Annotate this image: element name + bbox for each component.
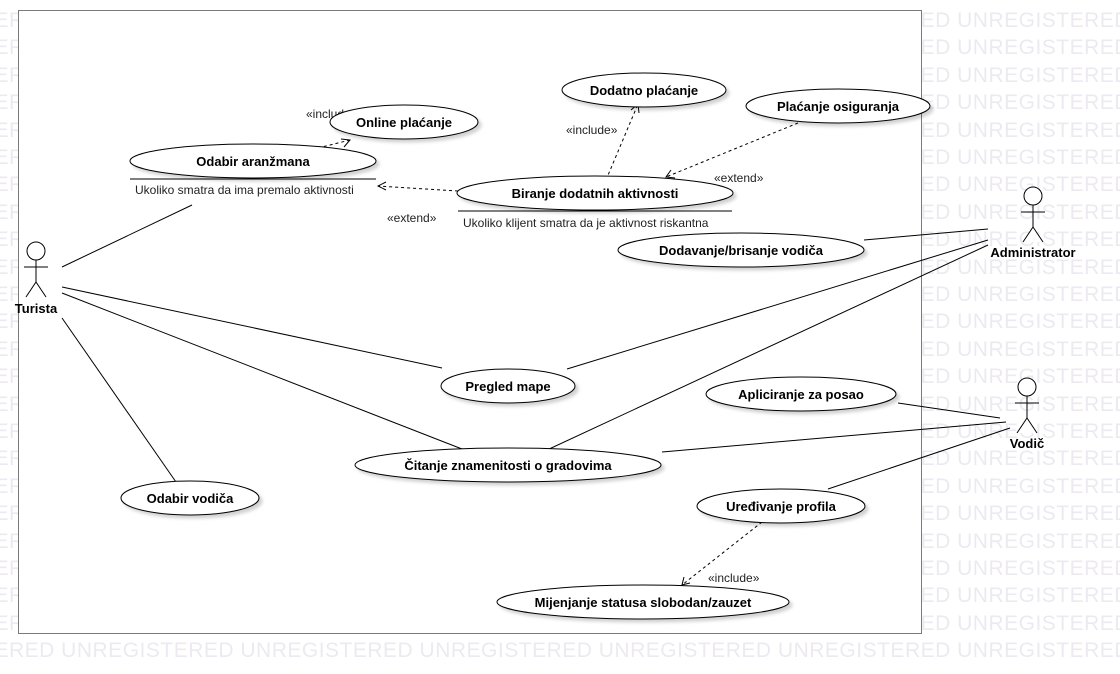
arrowhead-osiguranje: [665, 169, 676, 179]
use-case-placanje-osiguranja[interactable]: [745, 88, 931, 124]
actor-label-vodic: Vodič: [1010, 436, 1044, 451]
use-case-dodatno-placanje[interactable]: [561, 72, 727, 108]
actor-label-administrator: Administrator: [990, 245, 1075, 260]
actor-turista[interactable]: [24, 241, 48, 298]
use-case-label-uredivanje-profila: Uređivanje profila: [726, 499, 837, 514]
use-case-shapes: [120, 72, 931, 620]
stereotype-include-status: «include»: [708, 571, 760, 585]
use-case-label-placanje-osiguranja: Plaćanje osiguranja: [777, 99, 900, 114]
use-case-online-placanje[interactable]: [329, 104, 479, 140]
assoc-admin-citanje: [546, 244, 989, 451]
use-case-label-dodavanje-brisanje-vodica: Dodavanje/brisanje vodiča: [659, 243, 824, 258]
use-case-label-pregled-mape: Pregled mape: [465, 379, 550, 394]
actor-administrator-head: [1023, 186, 1043, 206]
arrowhead-online: [340, 138, 351, 148]
use-case-citanje-znamenitosti[interactable]: [354, 447, 662, 483]
associations: [61, 204, 1011, 490]
use-case-label-apliciranje-za-posao: Apliciranje za posao: [738, 387, 864, 402]
use-case-label-citanje-znamenitosti: Čitanje znamenitosti o gradovima: [404, 458, 612, 473]
use-case-mijenjanje-statusa[interactable]: [496, 584, 790, 620]
arrowhead-aktivnosti: [376, 181, 387, 191]
actor-turista-legs: [25, 281, 47, 298]
assoc-turista-odabir-vodica: [61, 317, 177, 483]
assoc-turista-citanje: [61, 292, 463, 450]
use-case-odabir-vodica[interactable]: [120, 480, 260, 516]
use-case-label-biranje-dodatnih-aktivnosti: Biranje dodatnih aktivnosti: [512, 186, 679, 201]
include-status-line: [681, 521, 763, 586]
stereotype-extend-osiguranje: «extend»: [714, 171, 764, 185]
stereotype-extend-aktivnosti: «extend»: [387, 211, 437, 225]
use-case-label-dodatno-placanje: Dodatno plaćanje: [590, 83, 698, 98]
condition-biranje-aktivnosti: Ukoliko klijent smatra da je aktivnost r…: [463, 216, 709, 230]
assoc-vodic-citanje: [661, 421, 1007, 453]
assoc-admin-dodavanje: [863, 228, 989, 241]
actor-administrator[interactable]: [1021, 186, 1045, 243]
use-case-label-online-placanje: Online plaćanje: [356, 115, 452, 130]
stereotype-include-dodatno: «include»: [566, 123, 618, 137]
extend-osiguranje-line: [665, 122, 799, 178]
extend-aktivnosti-line: [377, 185, 459, 192]
arrowheads: [340, 103, 691, 586]
actor-vodic-head: [1017, 377, 1037, 397]
use-case-uredivanje-profila[interactable]: [696, 488, 866, 524]
actor-administrator-legs: [1022, 226, 1044, 243]
dependencies: [317, 103, 799, 586]
use-case-label-mijenjanje-statusa: Mijenjanje statusa slobodan/zauzet: [535, 595, 752, 610]
include-dodatno-line: [605, 103, 639, 181]
assoc-admin-pregled-mape: [566, 239, 989, 370]
use-case-pregled-mape[interactable]: [440, 368, 576, 404]
condition-odabir-aranzmana: Ukoliko smatra da ima premalo aktivnosti: [135, 183, 354, 197]
arrowhead-status: [681, 576, 691, 586]
assoc-vodic-apliciranje: [897, 402, 1001, 419]
actor-label-turista: Turista: [15, 301, 58, 316]
assoc-vodic-uredivanje: [827, 427, 1011, 490]
use-case-label-odabir-vodica: Odabir vodiča: [147, 491, 234, 506]
actor-turista-head: [26, 241, 46, 261]
assoc-turista-odabir-aranzmana: [61, 204, 193, 268]
use-case-apliciranje-za-posao[interactable]: [705, 376, 897, 412]
use-case-biranje-dodatnih-aktivnosti[interactable]: [456, 175, 734, 211]
actor-vodic-legs: [1016, 417, 1038, 434]
use-case-dodavanje-brisanje-vodica[interactable]: [617, 232, 865, 268]
use-case-label-odabir-aranzmana: Odabir aranžmana: [196, 154, 310, 169]
assoc-turista-pregled-mape: [61, 286, 443, 369]
actor-vodic[interactable]: [1015, 377, 1039, 434]
use-case-odabir-aranzmana[interactable]: [129, 143, 377, 179]
